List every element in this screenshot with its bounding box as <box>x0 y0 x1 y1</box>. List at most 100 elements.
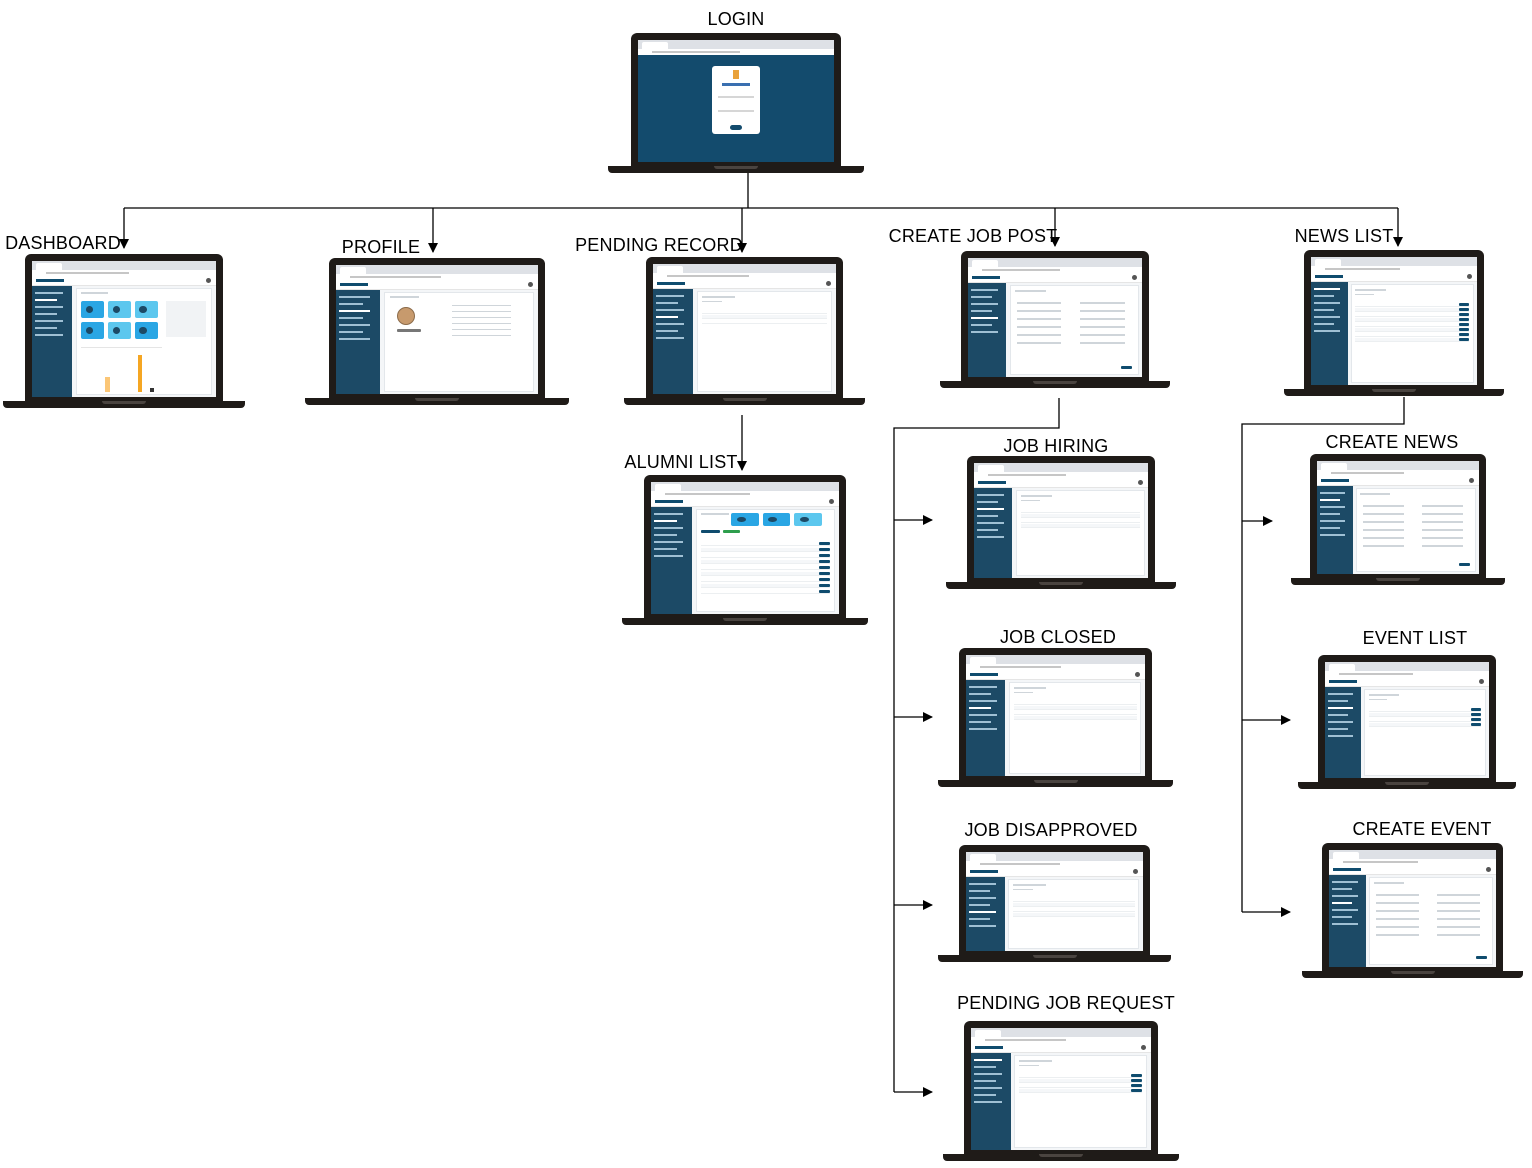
content-panel <box>384 292 534 392</box>
sidebar-item <box>971 303 998 305</box>
profile-field <box>451 311 511 312</box>
stat-card <box>108 301 131 318</box>
screenshot-thumbnail <box>1329 850 1496 967</box>
main-content <box>76 288 213 395</box>
form-field <box>1362 537 1405 539</box>
page-title <box>701 513 729 515</box>
content-panel <box>1350 284 1474 383</box>
stat-icon <box>85 327 93 334</box>
screenshot-thumbnail <box>974 463 1148 578</box>
laptop-notch <box>1039 582 1083 585</box>
laptop-screen <box>1310 454 1486 578</box>
sidebar-item <box>654 555 683 557</box>
sidebar-item <box>969 904 991 906</box>
laptop-notch <box>723 618 767 621</box>
sidebar <box>336 290 381 394</box>
sidebar-item <box>1328 693 1354 695</box>
sidebar-item <box>1332 888 1353 890</box>
node-label: CREATE JOB POST <box>888 226 1058 246</box>
laptop-illustration <box>946 456 1176 589</box>
sidebar-item <box>971 317 998 319</box>
app-header <box>1325 677 1489 687</box>
sidebar-item <box>969 700 997 702</box>
browser-tab <box>1333 852 1359 859</box>
table-row <box>1013 706 1137 710</box>
laptop-illustration <box>624 257 865 405</box>
laptop-base <box>1291 578 1505 585</box>
main-content <box>1369 877 1493 965</box>
sidebar-item <box>971 331 998 333</box>
sidebar-item <box>971 324 993 326</box>
node-label: JOB HIRING <box>1003 436 1109 456</box>
laptop-illustration <box>3 254 245 408</box>
sidebar-item <box>656 323 685 325</box>
url-text <box>1325 268 1400 270</box>
sidebar-item <box>1320 492 1345 494</box>
table-row <box>1368 723 1482 727</box>
laptop-screen <box>329 258 545 398</box>
url-text <box>665 493 750 495</box>
url-text <box>1331 472 1404 474</box>
table-row <box>1013 903 1135 907</box>
app-header <box>966 670 1145 680</box>
sidebar-item <box>977 529 999 531</box>
sidebar <box>1311 282 1348 385</box>
url-text <box>1343 861 1419 863</box>
laptop-screen <box>964 1021 1158 1154</box>
laptop-illustration <box>943 1021 1179 1161</box>
browser-tab <box>340 267 366 274</box>
brand-logo <box>970 870 998 873</box>
sidebar-item <box>969 686 997 688</box>
app-header <box>653 279 836 289</box>
sidebar-item <box>974 1066 996 1068</box>
screenshot-thumbnail <box>968 258 1142 377</box>
laptop-screen <box>1318 655 1496 782</box>
sidebar-item <box>1320 527 1340 529</box>
page-title <box>1020 495 1053 497</box>
avatar <box>206 278 211 283</box>
view-button <box>818 590 831 593</box>
url-text <box>1339 673 1413 675</box>
browser-tab-bar <box>974 463 1148 472</box>
form-field <box>1080 310 1125 312</box>
login-background <box>638 55 834 162</box>
action-button <box>1131 1079 1143 1082</box>
main-content <box>1364 689 1486 776</box>
table-row <box>701 320 828 324</box>
table-row <box>1013 913 1135 917</box>
sidebar-item <box>656 337 685 339</box>
connector-line <box>1241 397 1405 912</box>
brand-logo <box>970 673 998 676</box>
form-field <box>1017 302 1062 304</box>
node-label: JOB DISAPPROVED <box>964 820 1138 840</box>
breadcrumb <box>1368 699 1387 700</box>
form-field <box>1376 934 1419 936</box>
browser-tab-bar <box>1325 662 1489 671</box>
laptop-notch <box>1372 389 1416 392</box>
sidebar-item <box>1328 707 1354 709</box>
table-row <box>701 566 831 570</box>
browser-tab-bar <box>966 852 1143 861</box>
sidebar-item <box>1328 735 1354 737</box>
chart-bar <box>137 354 143 392</box>
sidebar-item <box>35 320 64 322</box>
avatar <box>1135 672 1140 677</box>
browser-tab-bar <box>336 265 538 274</box>
main-content <box>384 292 534 392</box>
form-field <box>1421 505 1463 507</box>
page-title <box>1360 493 1390 495</box>
sidebar-item <box>969 707 991 709</box>
brand-logo <box>1329 680 1357 683</box>
sidebar-item <box>977 536 1004 538</box>
sidebar-item <box>339 303 364 305</box>
view-button <box>818 554 831 557</box>
node-label: DASHBOARD <box>5 233 121 253</box>
profile-field <box>451 323 511 324</box>
table-row <box>1013 898 1135 902</box>
table-row <box>701 548 831 552</box>
app-header <box>651 497 839 507</box>
stat-icon <box>139 306 147 313</box>
stat-icon <box>736 516 746 523</box>
main-content <box>1350 284 1474 383</box>
